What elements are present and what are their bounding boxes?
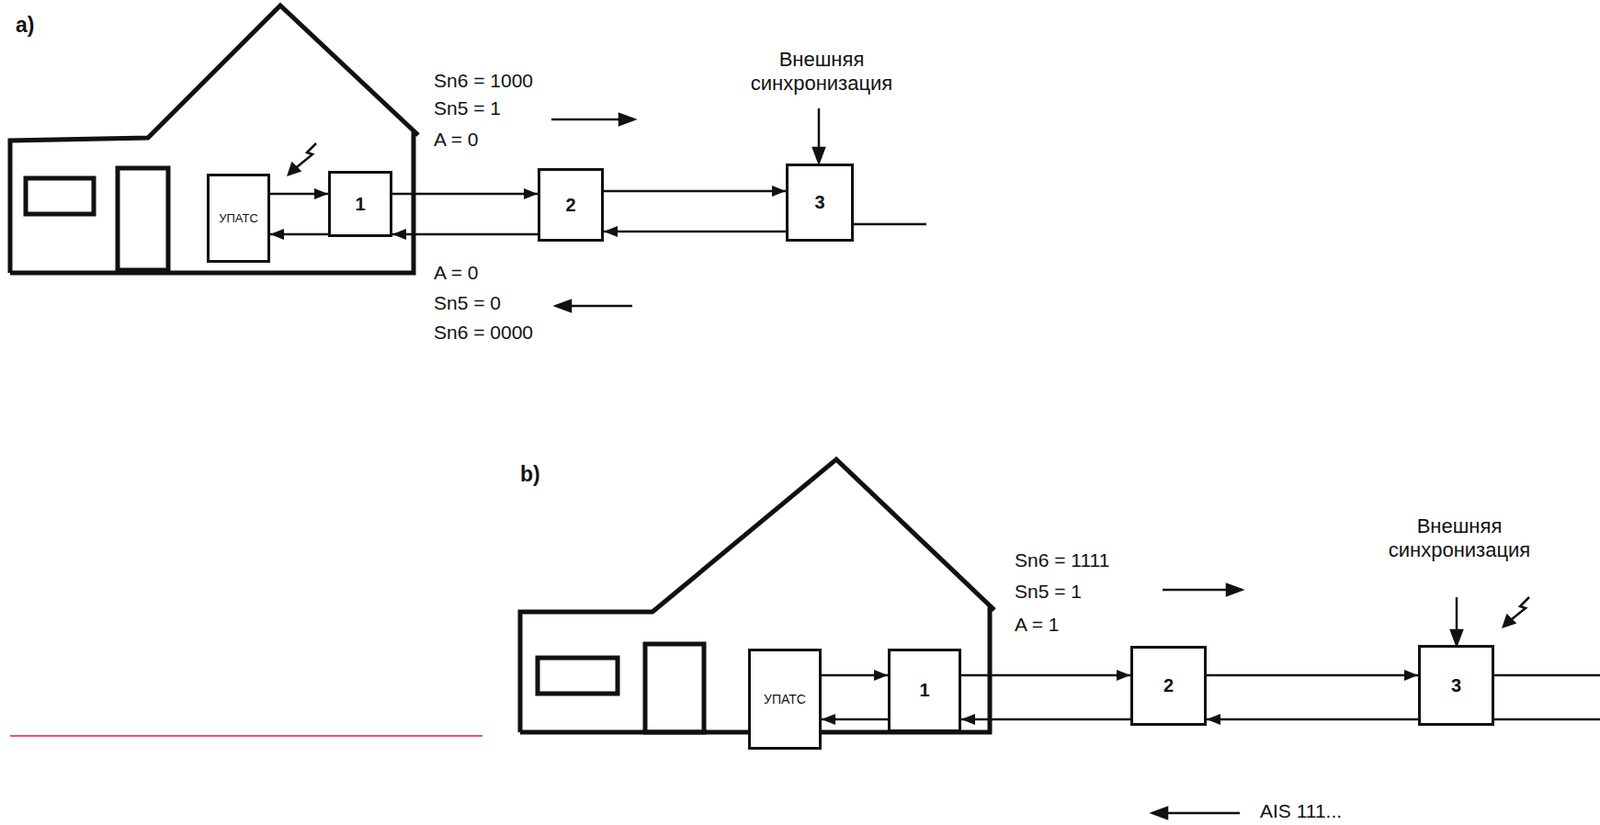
signal-label: b) [520, 462, 541, 488]
sync-arrow [817, 108, 821, 151]
arrow-head [523, 188, 538, 200]
equipment-box: 3 [785, 163, 854, 242]
arrow-head [1451, 630, 1463, 646]
signal-line [392, 228, 538, 240]
arrow-head [314, 188, 329, 200]
arrow-head [1206, 714, 1221, 726]
line-out [853, 223, 927, 227]
signal-label: a) [15, 12, 35, 38]
equipment-box: 1 [887, 648, 962, 733]
arrow-head [392, 228, 407, 240]
signal-line [961, 669, 1131, 681]
signal-label: Sn6 = 1000 [433, 69, 534, 92]
signal-line [821, 714, 888, 726]
direction-arrow [568, 305, 633, 308]
arrow-head [556, 300, 571, 312]
sync-arrow [1455, 597, 1459, 635]
house-outline [10, 5, 419, 273]
box-label: 3 [814, 192, 825, 214]
house-window [537, 658, 618, 694]
direction-arrow [551, 118, 622, 122]
signal-line [603, 226, 786, 238]
arrow-head [961, 714, 976, 726]
sync-label: Внешняя синхронизация [1352, 514, 1566, 564]
signal-line [1206, 669, 1419, 681]
arrow-head [771, 185, 786, 197]
signal-label: Sn5 = 1 [433, 97, 501, 120]
red-rule [10, 735, 483, 738]
arrow-head [603, 226, 618, 238]
signal-label: AIS 111... [1259, 800, 1342, 823]
box-label: 3 [1451, 675, 1462, 697]
signal-line [270, 188, 329, 200]
arrow-head [288, 163, 300, 175]
equipment-box: УПАТС [748, 648, 822, 750]
equipment-box: 3 [1418, 645, 1495, 727]
box-label: 2 [1163, 675, 1174, 697]
arrow-head [1226, 584, 1242, 596]
equipment-box: УПАТС [206, 173, 271, 263]
box-label: 2 [565, 194, 576, 216]
arrow-head [813, 147, 825, 163]
box-label: УПАТС [218, 211, 259, 226]
equipment-box: 2 [537, 168, 604, 242]
arrow-head [619, 113, 635, 125]
equipment-box: 2 [1130, 646, 1207, 727]
signal-line [1206, 714, 1419, 726]
arrow-head [1404, 669, 1419, 681]
signal-label: A = 0 [433, 261, 478, 284]
arrow-head [1503, 615, 1515, 627]
signal-label: A = 0 [433, 128, 478, 151]
box-label: УПАТС [763, 692, 806, 707]
signal-label: Sn5 = 1 [1014, 580, 1082, 603]
house-window [25, 178, 94, 215]
arrow-head [873, 669, 888, 681]
line-out [1494, 674, 1600, 678]
direction-arrow [1162, 589, 1229, 592]
arrow-head [1116, 669, 1131, 681]
signal-label: Sn5 = 0 [433, 292, 501, 315]
sync-label: Внешняя синхронизация [714, 47, 929, 97]
signal-label: Sn6 = 1111 [1014, 549, 1110, 572]
house-door [117, 168, 169, 271]
arrow-head [1152, 807, 1168, 819]
line-out [1494, 718, 1600, 722]
box-label: 1 [919, 680, 930, 702]
signal-line [603, 185, 786, 197]
signal-line [821, 669, 888, 681]
direction-arrow [1165, 812, 1240, 816]
signal-label: A = 1 [1014, 613, 1059, 636]
arrow-head [270, 228, 284, 240]
signal-line [961, 714, 1131, 726]
house-door [645, 644, 704, 733]
box-label: 1 [354, 193, 365, 216]
signal-line [392, 188, 538, 200]
equipment-box: 1 [328, 170, 393, 238]
signal-label: Sn6 = 0000 [433, 321, 534, 344]
signal-line [270, 228, 329, 240]
arrow-head [821, 714, 836, 726]
